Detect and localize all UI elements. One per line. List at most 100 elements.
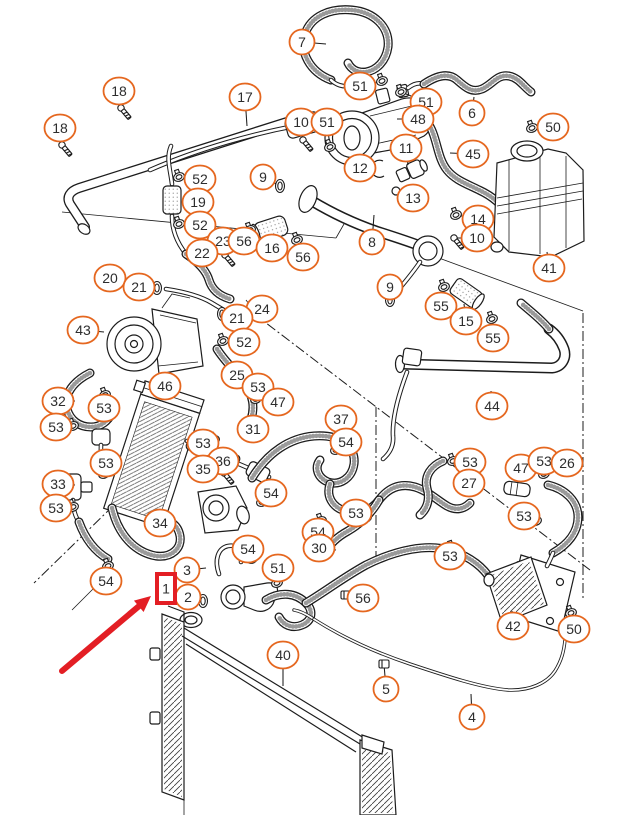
callout-41[interactable]: 41 [532,251,566,283]
callout-54[interactable]: 54 [89,557,123,596]
callout-54[interactable]: 54 [231,534,265,565]
callout-53[interactable]: 53 [507,501,543,531]
callout-18[interactable]: 18 [102,76,136,121]
callout-circle[interactable] [228,82,262,112]
callout-circle[interactable] [266,640,300,670]
callout-52[interactable]: 52 [215,327,261,357]
callout-11[interactable]: 11 [389,133,423,166]
callout-circle[interactable] [186,454,220,484]
callout-circle[interactable] [249,163,277,191]
callout-55[interactable]: 55 [424,278,458,321]
callout-circle[interactable] [39,412,73,442]
callout-circle[interactable] [456,139,490,169]
callout-5[interactable]: 5 [372,659,400,703]
callout-6[interactable]: 6 [458,96,486,127]
callout-54[interactable]: 54 [254,478,288,508]
callout-circle[interactable] [288,28,316,56]
callout-32[interactable]: 32 [41,386,76,416]
callout-circle[interactable] [231,534,265,564]
callout-circle[interactable] [550,448,584,478]
callout-27[interactable]: 27 [452,468,486,498]
callout-9[interactable]: 9 [249,163,286,194]
callout-circle[interactable] [507,501,541,531]
callout-52[interactable]: 52 [171,164,217,194]
callout-53[interactable]: 53 [445,447,487,477]
callout-circle[interactable] [43,113,77,143]
highlighted-callout-1[interactable]: 1 [155,572,177,605]
callout-circle[interactable] [376,273,404,301]
callout-circle[interactable] [310,107,344,137]
callout-circle[interactable] [476,323,510,353]
callout-circle[interactable] [496,611,530,641]
callout-circle[interactable] [148,371,182,401]
callout-circle[interactable] [227,327,261,357]
callout-circle[interactable] [475,391,509,421]
callout-44[interactable]: 44 [475,390,509,421]
callout-51[interactable]: 51 [310,107,344,153]
callout-21[interactable]: 21 [216,303,254,333]
callout-circle[interactable] [343,71,377,101]
callout-35[interactable]: 35 [186,454,220,484]
callout-53[interactable]: 53 [186,428,221,458]
callout-circle[interactable] [236,414,270,444]
callout-33[interactable]: 33 [41,469,76,499]
callout-circle[interactable] [358,228,386,256]
callout-43[interactable]: 43 [66,315,105,345]
callout-40[interactable]: 40 [266,640,300,687]
callout-circle[interactable] [87,393,121,423]
callout-circle[interactable] [346,583,380,613]
callout-circle[interactable] [343,153,377,183]
callout-18[interactable]: 18 [43,113,77,158]
callout-circle[interactable] [401,104,435,134]
callout-circle[interactable] [329,427,363,457]
callout-circle[interactable] [389,133,423,163]
callout-circle[interactable] [143,508,177,538]
callout-12[interactable]: 12 [343,153,377,183]
callout-circle[interactable] [433,541,467,571]
callout-9[interactable]: 9 [376,273,404,308]
callout-53[interactable]: 53 [339,498,373,528]
callout-circle[interactable] [460,223,494,253]
callout-circle[interactable] [458,99,486,127]
callout-56[interactable]: 56 [286,231,320,272]
callout-13[interactable]: 13 [396,183,430,213]
callout-2[interactable]: 2 [174,583,209,611]
callout-circle[interactable] [89,566,123,596]
callout-circle[interactable] [449,306,483,336]
callout-circle[interactable] [458,703,486,731]
callout-37[interactable]: 37 [324,404,358,434]
callout-circle[interactable] [89,448,123,478]
callout-4[interactable]: 4 [458,693,486,731]
callout-circle[interactable] [452,468,486,498]
callout-3[interactable]: 3 [173,556,207,584]
callout-46[interactable]: 46 [148,371,182,401]
callout-circle[interactable] [102,76,136,106]
callout-15[interactable]: 15 [449,303,483,336]
callout-circle[interactable] [93,263,127,293]
callout-51[interactable]: 51 [261,553,295,589]
callout-circle[interactable] [66,315,100,345]
callout-circle[interactable] [286,242,320,272]
callout-circle[interactable] [261,553,295,583]
callout-55[interactable]: 55 [476,310,510,353]
callout-48[interactable]: 48 [397,104,435,134]
callout-54[interactable]: 54 [328,427,363,457]
callout-circle[interactable] [254,478,288,508]
callout-circle[interactable] [424,291,458,321]
callout-17[interactable]: 17 [228,82,262,127]
callout-8[interactable]: 8 [358,214,386,256]
callout-circle[interactable] [185,238,219,268]
callout-circle[interactable] [536,112,570,142]
callout-31[interactable]: 31 [236,414,270,444]
callout-19[interactable]: 19 [181,187,215,217]
callout-34[interactable]: 34 [143,508,177,538]
callout-53[interactable]: 53 [39,412,80,442]
callout-circle[interactable] [261,387,295,417]
callout-53[interactable]: 53 [39,493,80,523]
callout-circle[interactable] [122,272,156,302]
callout-52[interactable]: 52 [171,210,217,240]
callout-50[interactable]: 50 [524,112,570,142]
callout-53[interactable]: 53 [89,448,123,480]
callout-circle[interactable] [39,493,73,523]
callout-53[interactable]: 53 [87,386,121,423]
